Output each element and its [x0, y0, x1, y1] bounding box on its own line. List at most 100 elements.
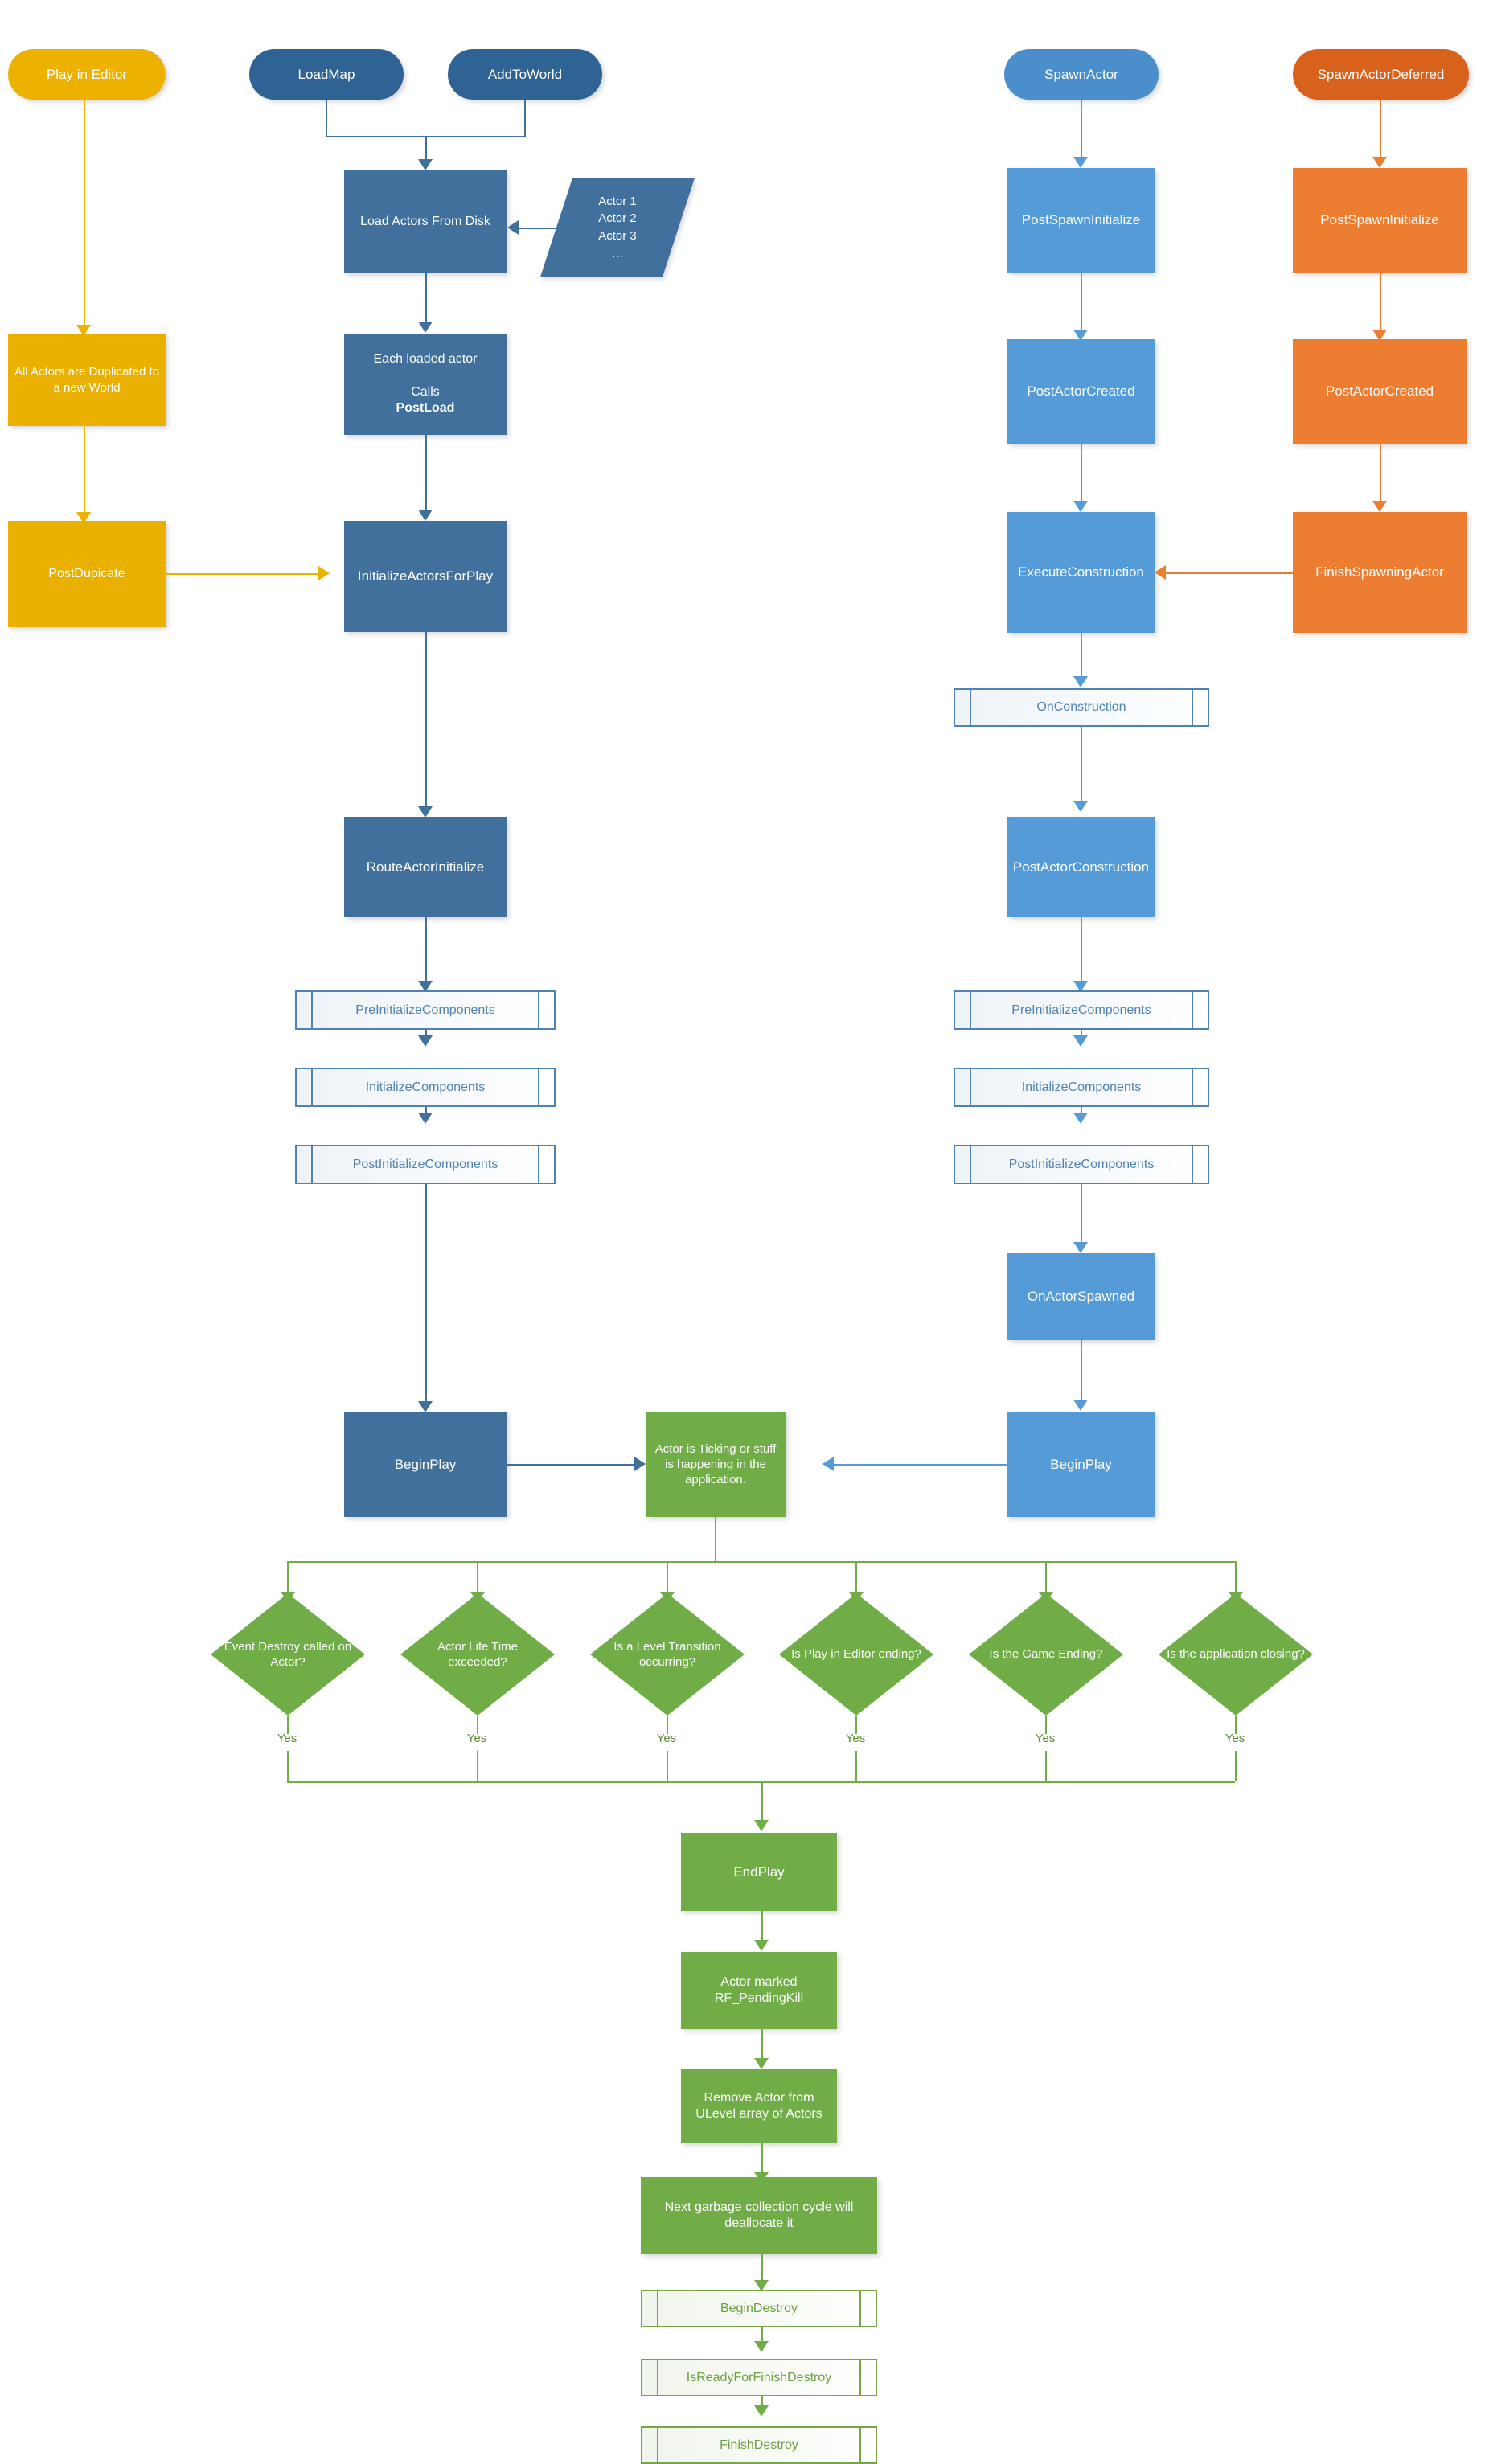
node-preinitializecomponents-spawn[interactable]: PreInitializeComponents	[954, 990, 1209, 1030]
node-postinitializecomponents-load-label: PostInitializeComponents	[352, 1157, 498, 1171]
node-postspawninitialize-deferred[interactable]: PostSpawnInitialize	[1293, 168, 1467, 273]
node-postactorconstruction[interactable]: PostActorConstruction	[1007, 817, 1155, 917]
edge-decision-2-yes-down	[477, 1751, 478, 1781]
arrowhead-postduplicate	[76, 512, 91, 523]
node-onactorspawned[interactable]: OnActorSpawned	[1007, 1253, 1155, 1340]
edge-addtoworld-down	[524, 100, 526, 136]
edge-merge-to-loadactors	[425, 136, 427, 166]
arrowhead-ticking-right	[822, 1457, 834, 1471]
edge-loadmap-down	[326, 100, 327, 136]
node-begindestroy[interactable]: BeginDestroy	[641, 2290, 877, 2327]
arrowhead-postload	[418, 322, 433, 333]
edge-drop-decision-4	[855, 1561, 857, 1598]
edge-postactorcreated-to-executeconstruction	[1081, 444, 1082, 506]
node-postinitializecomponents-spawn[interactable]: PostInitializeComponents	[954, 1145, 1209, 1184]
node-postactorcreated-deferred[interactable]: PostActorCreated	[1293, 339, 1467, 444]
yes-label-3: Yes	[656, 1732, 677, 1745]
node-finishspawningactor-label: FinishSpawningActor	[1315, 564, 1444, 580]
actor-list-item-4: …	[611, 246, 624, 260]
node-postspawninitialize-deferred-label: PostSpawnInitialize	[1320, 212, 1439, 228]
arrowhead-onconstruction	[1073, 676, 1088, 687]
node-remove-actor-from-ulevel-label: Remove Actor from ULevel array of Actors	[695, 2090, 822, 2121]
actor-list-item-2: Actor 2	[598, 211, 637, 226]
arrowhead-pendingkill	[754, 1940, 769, 1951]
node-initializecomponents-load[interactable]: InitializeComponents	[295, 1068, 556, 1107]
node-spawnactordeferred[interactable]: SpawnActorDeferred	[1293, 49, 1469, 100]
yes-label-1: Yes	[277, 1732, 297, 1745]
decision-play-in-editor-ending[interactable]: Is Play in Editor ending?	[779, 1593, 933, 1716]
node-load-actors-from-disk[interactable]: Load Actors From Disk	[344, 170, 507, 273]
edge-decision-4-yes	[855, 1716, 857, 1734]
postload-bold: PostLoad	[396, 401, 455, 416]
node-postduplicate[interactable]: PostDupicate	[8, 521, 166, 627]
decision-actor-life-time[interactable]: Actor Life Time exceeded?	[400, 1593, 555, 1716]
arrowhead-postinitializecomponents-left	[418, 1113, 433, 1124]
arrowhead-isready	[754, 2341, 769, 2352]
arrowhead-finishspawningactor	[1372, 501, 1387, 512]
node-finishdestroy[interactable]: FinishDestroy	[641, 2426, 877, 2464]
edge-routeactor-to-preinit	[425, 917, 427, 987]
node-finishdestroy-label: FinishDestroy	[720, 2437, 798, 2452]
decision-game-ending[interactable]: Is the Game Ending?	[969, 1593, 1123, 1716]
node-postactorcreated-spawn-label: PostActorCreated	[1027, 383, 1135, 400]
decision-event-destroy[interactable]: Event Destroy called on Actor?	[211, 1593, 365, 1716]
node-loadmap-label: LoadMap	[297, 66, 355, 82]
node-actor-is-ticking[interactable]: Actor is Ticking or stuff is happening i…	[646, 1412, 786, 1517]
edge-spawnactor-to-postspawninit	[1081, 100, 1082, 162]
node-next-garbage-collection[interactable]: Next garbage collection cycle will deall…	[641, 2177, 877, 2254]
arrowhead-initializeactors-left	[318, 566, 330, 580]
edge-begindestroy-to-isready	[761, 2327, 763, 2347]
arrowhead-preinitializecomponents-left	[418, 981, 433, 992]
arrowhead-endplay	[754, 1820, 769, 1831]
edge-pendingkill-to-removeactor	[761, 2029, 763, 2064]
arrowhead-postactorcreated-spawn	[1073, 330, 1088, 341]
postload-line1: Each loaded actor	[373, 352, 478, 367]
node-each-loaded-actor-postload[interactable]: Each loaded actor Calls PostLoad	[344, 334, 507, 435]
node-initialize-actors-for-play[interactable]: InitializeActorsForPlay	[344, 521, 507, 632]
arrowhead-removeactor	[754, 2058, 769, 2069]
node-postspawninitialize-spawn[interactable]: PostSpawnInitialize	[1007, 168, 1155, 273]
arrowhead-preinitializecomponents-right	[1073, 981, 1088, 992]
node-beginplay-load[interactable]: BeginPlay	[344, 1412, 507, 1517]
arrowhead-initializecomponents-left	[418, 1035, 433, 1047]
edge-executeconstruction-to-onconstruction	[1081, 633, 1082, 683]
node-beginplay-spawn[interactable]: BeginPlay	[1007, 1412, 1155, 1517]
node-route-actor-initialize-label: RouteActorInitialize	[366, 859, 485, 875]
node-isreadyforfinishdestroy[interactable]: IsReadyForFinishDestroy	[641, 2359, 877, 2396]
node-finishspawningactor[interactable]: FinishSpawningActor	[1293, 512, 1467, 633]
arrowhead-begindestroy	[754, 2280, 769, 2291]
edge-drop-decision-1	[287, 1561, 289, 1598]
node-spawnactor[interactable]: SpawnActor	[1004, 49, 1159, 100]
arrowhead-loadactors-right	[507, 220, 519, 235]
node-preinitializecomponents-load[interactable]: PreInitializeComponents	[295, 990, 556, 1030]
arrowhead-finishdestroy	[754, 2405, 769, 2417]
edge-decision-3-yes-down	[667, 1751, 668, 1781]
node-play-in-editor[interactable]: Play in Editor	[8, 49, 166, 100]
node-beginplay-load-label: BeginPlay	[394, 1456, 457, 1472]
arrowhead-onactorspawned	[1073, 1242, 1088, 1253]
edge-ticking-down	[715, 1517, 716, 1561]
node-actor-is-ticking-label: Actor is Ticking or stuff is happening i…	[654, 1441, 777, 1487]
node-actor-marked-pendingkill[interactable]: Actor marked RF_PendingKill	[681, 1952, 837, 2029]
node-endplay[interactable]: EndPlay	[681, 1833, 837, 1911]
arrowhead-beginplay-spawn	[1073, 1400, 1088, 1411]
node-next-garbage-collection-label: Next garbage collection cycle will deall…	[664, 2200, 854, 2230]
node-begindestroy-label: BeginDestroy	[720, 2301, 798, 2315]
node-postactorcreated-spawn[interactable]: PostActorCreated	[1007, 339, 1155, 444]
node-all-actors-duplicated-label: All Actors are Duplicated to a new World	[14, 365, 160, 395]
node-onconstruction-label: OnConstruction	[1036, 700, 1126, 714]
edge-decision-bar-top	[287, 1561, 1235, 1563]
decision-level-transition[interactable]: Is a Level Transition occurring?	[590, 1593, 745, 1716]
node-loadmap[interactable]: LoadMap	[249, 49, 404, 100]
node-postinitializecomponents-load[interactable]: PostInitializeComponents	[295, 1145, 556, 1184]
node-all-actors-duplicated[interactable]: All Actors are Duplicated to a new World	[8, 334, 166, 426]
node-addtoworld[interactable]: AddToWorld	[448, 49, 602, 100]
node-remove-actor-from-ulevel[interactable]: Remove Actor from ULevel array of Actors	[681, 2069, 837, 2143]
arrowhead-postspawninitialize-deferred	[1372, 157, 1387, 168]
node-route-actor-initialize[interactable]: RouteActorInitialize	[344, 817, 507, 917]
node-executeconstruction[interactable]: ExecuteConstruction	[1007, 512, 1155, 633]
node-initializecomponents-spawn[interactable]: InitializeComponents	[954, 1068, 1209, 1107]
decision-application-closing[interactable]: Is the application closing?	[1159, 1593, 1313, 1716]
actor-list-item-1: Actor 1	[598, 194, 637, 208]
node-onconstruction[interactable]: OnConstruction	[954, 688, 1209, 727]
